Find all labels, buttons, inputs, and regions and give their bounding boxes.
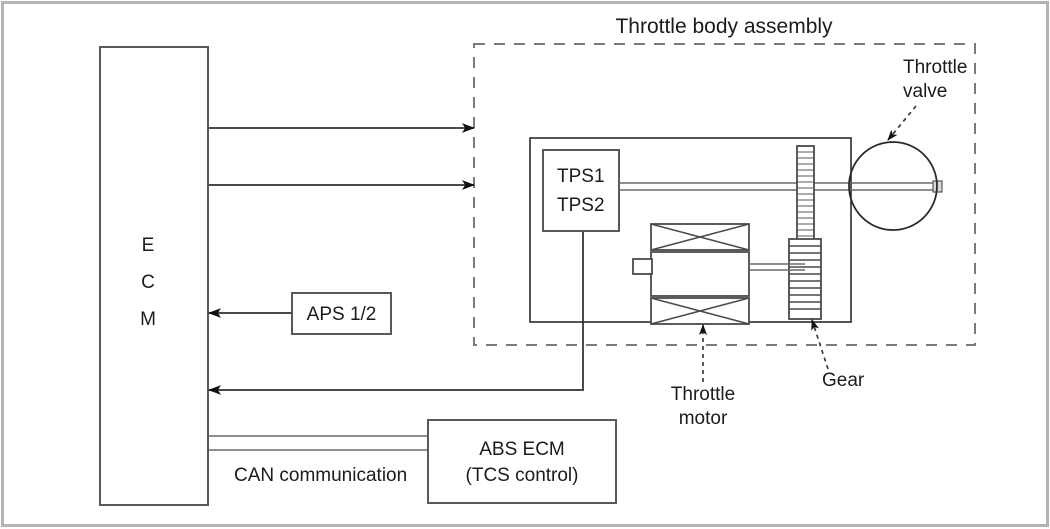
ecm-letter-m: M [140, 309, 156, 330]
throttle-valve-label-line1: Throttle [903, 57, 967, 78]
ecm-letter-e: E [142, 235, 155, 256]
ecm-block[interactable] [99, 46, 209, 506]
motor-coil-lower-x2 [650, 297, 750, 325]
gear-teeth [789, 245, 821, 310]
abs-ecm-block[interactable] [427, 419, 617, 504]
tps-label-line2: TPS2 [557, 195, 605, 216]
throttle-valve-leader [887, 105, 917, 141]
gear-block [788, 238, 822, 320]
throttle-motor-label-line2: motor [679, 408, 728, 429]
gear-label: Gear [822, 370, 865, 391]
abs-ecm-label-line1: ABS ECM [479, 439, 565, 460]
throttle-valve-label-line2: valve [903, 81, 947, 102]
throttle-motor-label-line1: Throttle [671, 384, 735, 405]
can-communication-label: CAN communication [234, 465, 407, 486]
ecm-letter-c: C [141, 272, 155, 293]
throttle-body-assembly-label: Throttle body assembly [615, 15, 833, 38]
throttle-body-assembly-boundary [473, 43, 976, 346]
tps-block[interactable] [542, 149, 620, 232]
gear-leader [811, 319, 829, 370]
motor-coil-upper-x2 [650, 223, 750, 251]
tps-label-line1: TPS1 [557, 166, 605, 187]
aps-label: APS 1/2 [307, 304, 377, 325]
signal-line-tps-to-ecm [208, 231, 584, 395]
abs-ecm-label-line2: (TCS control) [466, 465, 579, 486]
motor-terminal-stub [632, 258, 653, 275]
motor-body [650, 251, 750, 297]
throttle-valve-circle [848, 141, 938, 231]
